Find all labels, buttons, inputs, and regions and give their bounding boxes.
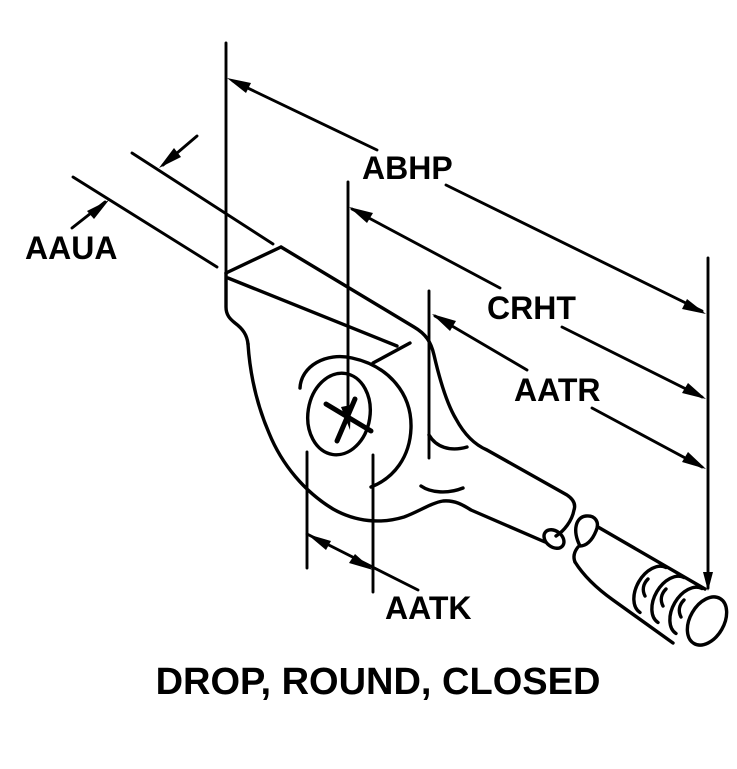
thread-shading-arc: [659, 587, 668, 608]
plate-left-end-edge: [224, 245, 283, 275]
aatr-arrowhead-right: [682, 452, 706, 469]
shank-lower-fillet: [419, 484, 465, 494]
hole-center-arrowhead: [341, 405, 351, 430]
chamfer-dash: [371, 341, 412, 365]
dim-label-abhp: ABHP: [362, 150, 453, 186]
center-mark-stroke: [334, 396, 358, 444]
plate-near-edge: [226, 276, 399, 348]
part-outline: [224, 245, 729, 647]
dim-label-crht: CRHT: [487, 290, 576, 326]
thread-arc: [650, 574, 686, 625]
thread-shading-arc: [677, 598, 686, 619]
figure-caption: DROP, ROUND, CLOSED: [156, 661, 601, 703]
break-teardrop: [574, 514, 600, 548]
dimension-lines: [70, 41, 710, 594]
crht-dim-line: [560, 325, 704, 399]
dim-label-aaua: AAUA: [25, 230, 117, 266]
aaua-lower-line: [71, 175, 219, 269]
aaua-arrowhead-lower: [87, 200, 109, 219]
dim-label-aatk: AATK: [385, 590, 472, 626]
abhp-dim-line: [231, 79, 379, 152]
abhp-arrowhead-left: [227, 78, 251, 93]
break-end-ellipse: [542, 528, 566, 550]
aaua-arrowhead-upper: [159, 148, 181, 168]
crht-dim-line: [350, 207, 502, 290]
crht-arrowhead-right: [682, 383, 706, 399]
far-tip-arrowhead: [703, 572, 713, 591]
thread-arc: [668, 585, 704, 636]
hole-ellipse: [306, 371, 372, 457]
shank-upper-fillet: [427, 433, 469, 451]
aatk-arrowhead-left: [307, 534, 331, 550]
aaua-upper-line: [130, 151, 275, 246]
aatk-arrowhead-right: [349, 554, 373, 570]
thread-arc: [632, 564, 668, 615]
plate-far-edge-and-right-outline: [279, 245, 577, 538]
aatr-arrowhead-left: [432, 314, 456, 331]
abhp-dim-line: [444, 183, 704, 313]
crht-arrowhead-left: [349, 207, 373, 223]
threaded-end-left-edge: [572, 545, 580, 564]
plate-front-left-edge: [224, 271, 250, 346]
threaded-end-top-edge: [596, 525, 707, 591]
dim-label-aatr: AATR: [514, 372, 601, 408]
aatr-dim-line: [590, 406, 704, 469]
lobe-outline: [246, 342, 547, 544]
thread-shading-arc: [641, 577, 650, 598]
threaded-end-bottom-edge: [573, 560, 675, 645]
threaded-end-face: [685, 595, 729, 647]
hub-arc: [298, 355, 413, 489]
abhp-arrowhead-right: [682, 299, 706, 314]
arrowheads: [87, 78, 713, 591]
